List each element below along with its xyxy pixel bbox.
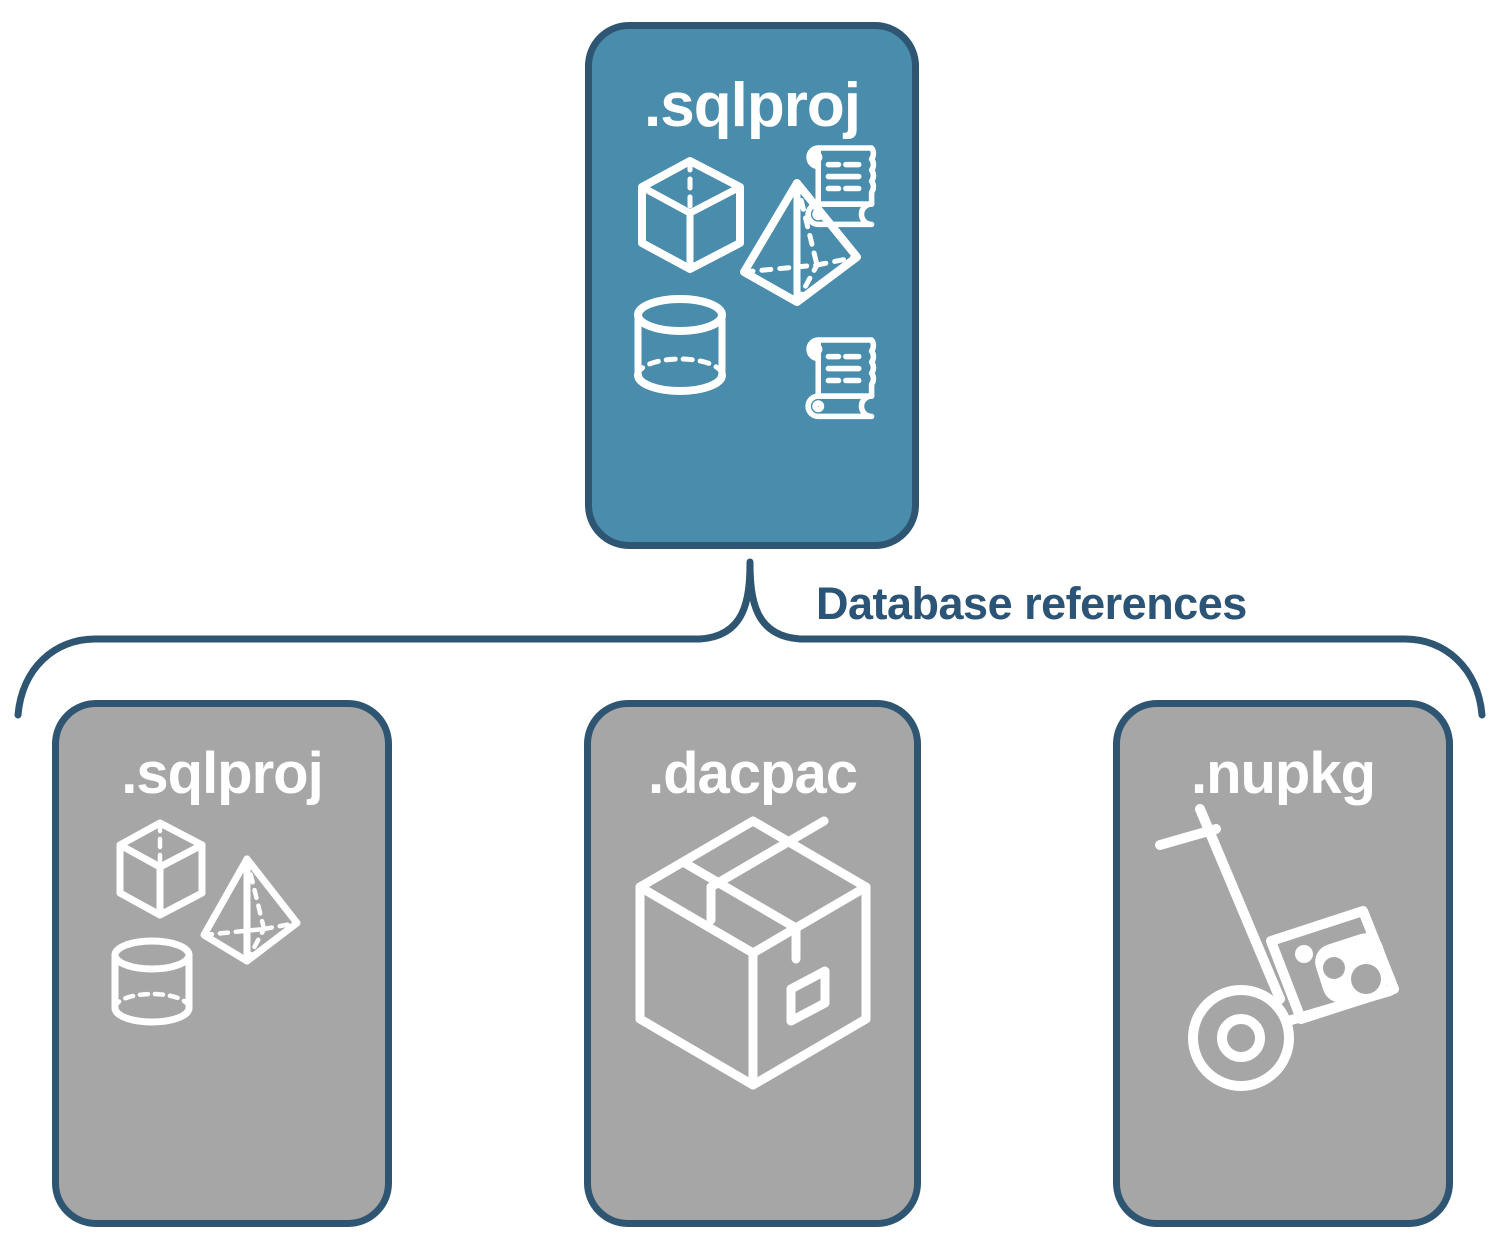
node-leaf-dacpac-label: .dacpac	[648, 741, 858, 806]
cylinder-icon	[111, 937, 193, 1026]
node-leaf-dacpac-artwork	[591, 803, 914, 1220]
cylinder-icon	[634, 295, 726, 395]
node-leaf-sqlproj-artwork	[59, 803, 385, 1220]
root-icon-group	[634, 145, 877, 420]
hand-truck-icon	[1155, 804, 1399, 1091]
node-leaf-sqlproj[interactable]: .sqlproj	[52, 700, 392, 1227]
node-leaf-dacpac[interactable]: .dacpac	[584, 700, 921, 1227]
connector-label: Database references	[816, 578, 1247, 629]
cube-icon	[638, 157, 744, 273]
node-leaf-nupkg-artwork	[1120, 803, 1446, 1220]
node-leaf-nupkg-label: .nupkg	[1190, 741, 1376, 806]
pyramid-icon	[740, 179, 861, 306]
pyramid-icon	[200, 855, 301, 965]
node-root-label: .sqlproj	[644, 71, 861, 140]
node-root-artwork	[592, 137, 912, 542]
node-root-sqlproj[interactable]: .sqlproj	[585, 22, 919, 549]
scroll-icon	[805, 337, 877, 420]
scroll-icon	[805, 145, 877, 228]
package-bubble-holes	[1323, 957, 1381, 994]
node-leaf-nupkg[interactable]: .nupkg	[1113, 700, 1453, 1227]
package-box-icon	[635, 816, 870, 1090]
cube-icon	[116, 819, 206, 919]
leaf-sqlproj-icon-group	[111, 819, 301, 1026]
node-leaf-sqlproj-label: .sqlproj	[121, 741, 323, 806]
